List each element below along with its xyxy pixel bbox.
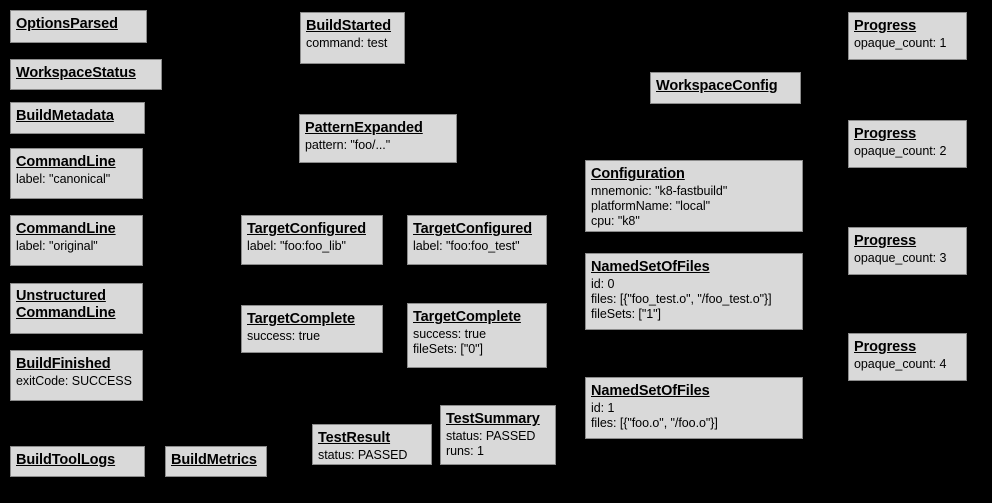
node-fields: status: PASSED [318, 448, 426, 463]
node-title: Progress [854, 233, 917, 249]
node-workspace-status[interactable]: WorkspaceStatus [10, 59, 162, 90]
node-field: opaque_count: 1 [854, 36, 947, 51]
node-field: command: test [306, 36, 388, 51]
node-fields: label: "foo:foo_test" [413, 239, 541, 254]
node-build-metrics[interactable]: BuildMetrics [165, 446, 267, 477]
node-build-started[interactable]: BuildStarted command: test [300, 12, 405, 64]
node-field: label: "foo:foo_test" [413, 239, 520, 254]
node-title: Unstructured CommandLine [16, 288, 116, 322]
node-field: id: 1 [591, 401, 615, 416]
node-title: WorkspaceConfig [656, 78, 778, 94]
node-field: status: PASSED [446, 429, 536, 444]
node-fields: opaque_count: 4 [854, 357, 961, 372]
node-title: PatternExpanded [305, 120, 423, 136]
node-build-tool-logs[interactable]: BuildToolLogs [10, 446, 145, 477]
node-title: Progress [854, 18, 917, 34]
node-title: BuildMetadata [16, 108, 114, 124]
node-field: success: true [247, 329, 320, 344]
node-title: TargetComplete [413, 309, 521, 325]
node-field: label: "foo:foo_lib" [247, 239, 346, 254]
node-field: opaque_count: 2 [854, 144, 947, 159]
node-fields: label: "foo:foo_lib" [247, 239, 377, 254]
node-title: NamedSetOfFiles [591, 259, 710, 275]
node-fields: exitCode: SUCCESS [16, 374, 137, 389]
node-title: Progress [854, 126, 917, 142]
node-test-result[interactable]: TestResult status: PASSED [312, 424, 432, 465]
node-title: Configuration [591, 166, 685, 182]
node-title: CommandLine [16, 221, 116, 237]
node-fields: label: "canonical" [16, 172, 137, 187]
node-fields: label: "original" [16, 239, 137, 254]
node-title: TestSummary [446, 411, 540, 427]
node-title: BuildMetrics [171, 452, 257, 468]
node-field: files: [{"foo.o", "/foo.o"}] [591, 415, 718, 430]
node-field: label: "canonical" [16, 172, 111, 187]
node-progress-2[interactable]: Progress opaque_count: 2 [848, 120, 967, 168]
node-field: success: true [413, 327, 486, 342]
node-build-metadata[interactable]: BuildMetadata [10, 102, 145, 134]
node-target-configured-foo-test[interactable]: TargetConfigured label: "foo:foo_test" [407, 215, 547, 265]
node-title: CommandLine [16, 154, 116, 170]
node-field: opaque_count: 4 [854, 357, 947, 372]
node-fields: pattern: "foo/..." [305, 138, 451, 153]
node-field: pattern: "foo/..." [305, 138, 391, 153]
node-field: fileSets: ["1"] [591, 306, 661, 321]
node-options-parsed[interactable]: OptionsParsed [10, 10, 147, 43]
node-field: runs: 1 [446, 443, 484, 458]
node-fields: opaque_count: 2 [854, 144, 961, 159]
node-progress-1[interactable]: Progress opaque_count: 1 [848, 12, 967, 60]
node-title: TargetConfigured [413, 221, 532, 237]
node-fields: mnemonic: "k8-fastbuild"platformName: "l… [591, 184, 797, 228]
node-title: OptionsParsed [16, 16, 118, 32]
node-target-configured-foo-lib[interactable]: TargetConfigured label: "foo:foo_lib" [241, 215, 383, 265]
node-field: files: [{"foo_test.o", "/foo_test.o"}] [591, 291, 772, 306]
node-command-line-original[interactable]: CommandLine label: "original" [10, 215, 143, 266]
node-progress-3[interactable]: Progress opaque_count: 3 [848, 227, 967, 275]
node-title: BuildFinished [16, 356, 111, 372]
node-title: BuildStarted [306, 18, 392, 34]
node-target-complete-lib[interactable]: TargetComplete success: true [241, 305, 383, 353]
node-title: TargetConfigured [247, 221, 366, 237]
node-workspace-config[interactable]: WorkspaceConfig [650, 72, 801, 104]
node-pattern-expanded[interactable]: PatternExpanded pattern: "foo/..." [299, 114, 457, 163]
node-field: cpu: "k8" [591, 213, 640, 228]
node-field: platformName: "local" [591, 198, 710, 213]
node-build-finished[interactable]: BuildFinished exitCode: SUCCESS [10, 350, 143, 401]
node-field: opaque_count: 3 [854, 251, 947, 266]
node-title: WorkspaceStatus [16, 65, 136, 81]
node-fields: command: test [306, 36, 399, 51]
node-title: Progress [854, 339, 917, 355]
node-fields: opaque_count: 3 [854, 251, 961, 266]
node-progress-4[interactable]: Progress opaque_count: 4 [848, 333, 967, 381]
node-title: NamedSetOfFiles [591, 383, 710, 399]
node-field: exitCode: SUCCESS [16, 374, 132, 389]
node-command-line-canonical[interactable]: CommandLine label: "canonical" [10, 148, 143, 199]
node-title: TargetComplete [247, 311, 355, 327]
node-title: BuildToolLogs [16, 452, 116, 468]
node-fields: success: true [247, 329, 377, 344]
node-field: fileSets: ["0"] [413, 341, 483, 356]
node-fields: opaque_count: 1 [854, 36, 961, 51]
node-title: TestResult [318, 430, 391, 446]
node-field: id: 0 [591, 277, 615, 292]
node-field: status: PASSED [318, 448, 408, 463]
node-configuration[interactable]: Configuration mnemonic: "k8-fastbuild"pla… [585, 160, 803, 232]
node-unstructured-command-line[interactable]: Unstructured CommandLine [10, 283, 143, 334]
node-field: mnemonic: "k8-fastbuild" [591, 184, 728, 199]
node-field: label: "original" [16, 239, 98, 254]
